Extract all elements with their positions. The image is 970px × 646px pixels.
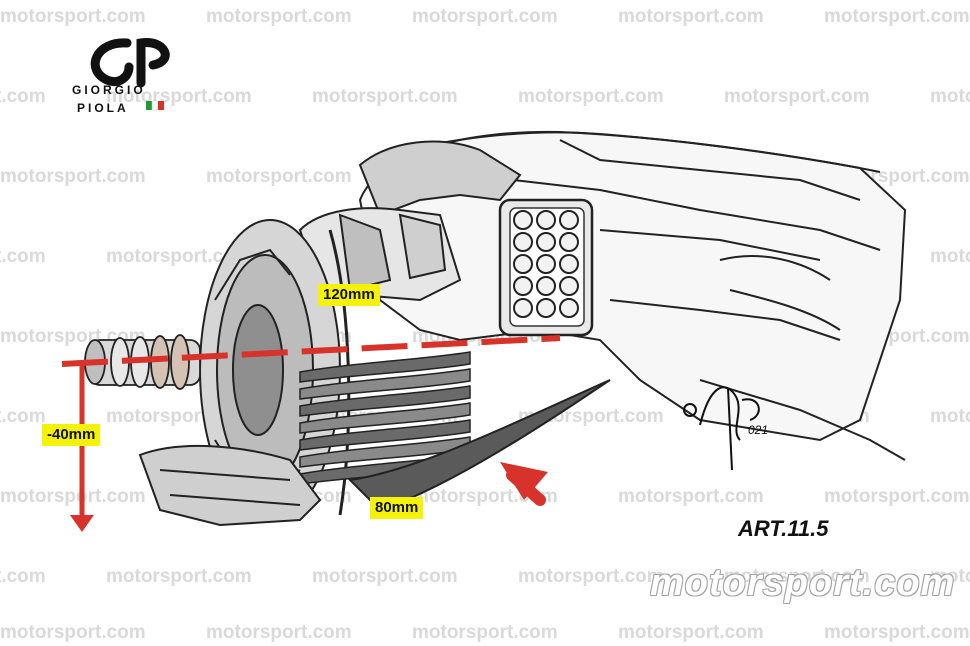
watermark-text: motorsport.com xyxy=(518,86,664,107)
watermark-text: motorsport.com xyxy=(930,86,970,107)
watermark-text: motorsport.com xyxy=(106,86,252,107)
duct-fin xyxy=(299,419,471,451)
watermark-text: motorsport.com xyxy=(0,566,46,587)
cooling-hole xyxy=(559,210,579,230)
cooling-hole xyxy=(513,254,533,274)
cooling-hole xyxy=(536,276,556,296)
duct-fin xyxy=(299,385,471,417)
duct-fin xyxy=(299,351,471,383)
duct-fin xyxy=(299,402,471,434)
vertical-offset-arrow xyxy=(70,365,94,532)
cooling-hole xyxy=(536,232,556,252)
watermark-text: motorsport.com xyxy=(930,246,970,267)
watermark-text: motorsport.com xyxy=(0,86,46,107)
pointer-arrow xyxy=(500,462,548,506)
watermark-text: motorsport.com xyxy=(312,566,458,587)
cooling-holes xyxy=(513,210,579,318)
label-120mm: 120mm xyxy=(318,284,380,306)
cooling-hole xyxy=(513,298,533,318)
watermark-text: motorsport.com xyxy=(724,566,870,587)
watermark-text: motorsport.com xyxy=(930,566,970,587)
italy-flag-green xyxy=(146,101,152,110)
watermark-text: motorsport.com xyxy=(0,6,146,27)
watermark-text: motorsport.com xyxy=(106,566,252,587)
cooling-hole xyxy=(559,298,579,318)
watermark-text: motorsport.com xyxy=(618,622,764,643)
watermark-text: motorsport.com xyxy=(312,86,458,107)
watermark-text: motorsport.com xyxy=(724,86,870,107)
cooling-hole xyxy=(559,276,579,296)
watermark-text: motorsport.com xyxy=(412,622,558,643)
lower-winglet xyxy=(138,379,611,527)
watermark-text: motorsport.com xyxy=(0,166,146,187)
cooling-hole xyxy=(513,276,533,296)
logo-text-piola: PIOLA xyxy=(77,101,129,115)
duct-fin xyxy=(299,368,471,400)
cooling-hole xyxy=(513,210,533,230)
article-reference: ART.11.5 xyxy=(738,516,829,541)
label-80mm: 80mm xyxy=(370,497,424,519)
watermark-text: motorsport.com xyxy=(206,622,352,643)
cooling-hole xyxy=(536,210,556,230)
watermark-text: motorsport.com xyxy=(824,486,970,507)
watermark-text: motorsport.com xyxy=(206,6,352,27)
watermark-text: motorsport.com xyxy=(206,166,352,187)
upper-duct xyxy=(298,140,522,302)
watermark-text: motorsport.com xyxy=(618,6,764,27)
watermark-text: motorsport.com xyxy=(618,486,764,507)
artist-signature: 021 xyxy=(683,386,768,471)
watermark-text: motorsport.com xyxy=(0,622,146,643)
italy-flag-white xyxy=(151,100,159,111)
label-minus-40mm: -40mm xyxy=(42,424,101,446)
watermark-text: motorsport.com xyxy=(0,486,146,507)
watermark-text: motorsport.com xyxy=(518,566,664,587)
brake-duct-fins xyxy=(299,351,471,485)
giorgio-piola-logo xyxy=(90,38,170,111)
cooling-hole xyxy=(536,298,556,318)
watermark-text: motorsport.com xyxy=(0,406,46,427)
logo-gp-mark xyxy=(90,38,170,88)
cooling-hole xyxy=(559,254,579,274)
watermark-text: motorsport.com xyxy=(930,406,970,427)
italy-flag-red xyxy=(158,101,164,110)
watermark-text: motorsport.com xyxy=(412,6,558,27)
watermark-text: motorsport.com xyxy=(824,6,970,27)
motorsport-brand-watermark: motorsport.com xyxy=(650,562,956,604)
cooling-hole xyxy=(513,232,533,252)
signature-year: 021 xyxy=(748,423,768,437)
watermark-text: motorsport.com xyxy=(0,246,46,267)
cooling-hole xyxy=(536,254,556,274)
watermark-text: motorsport.com xyxy=(824,622,970,643)
logo-text-giorgio: GIORGIO xyxy=(72,83,146,97)
dimension-line-reference xyxy=(61,335,561,367)
cooling-hole xyxy=(559,232,579,252)
watermark-text: motorsport.com xyxy=(106,246,252,267)
